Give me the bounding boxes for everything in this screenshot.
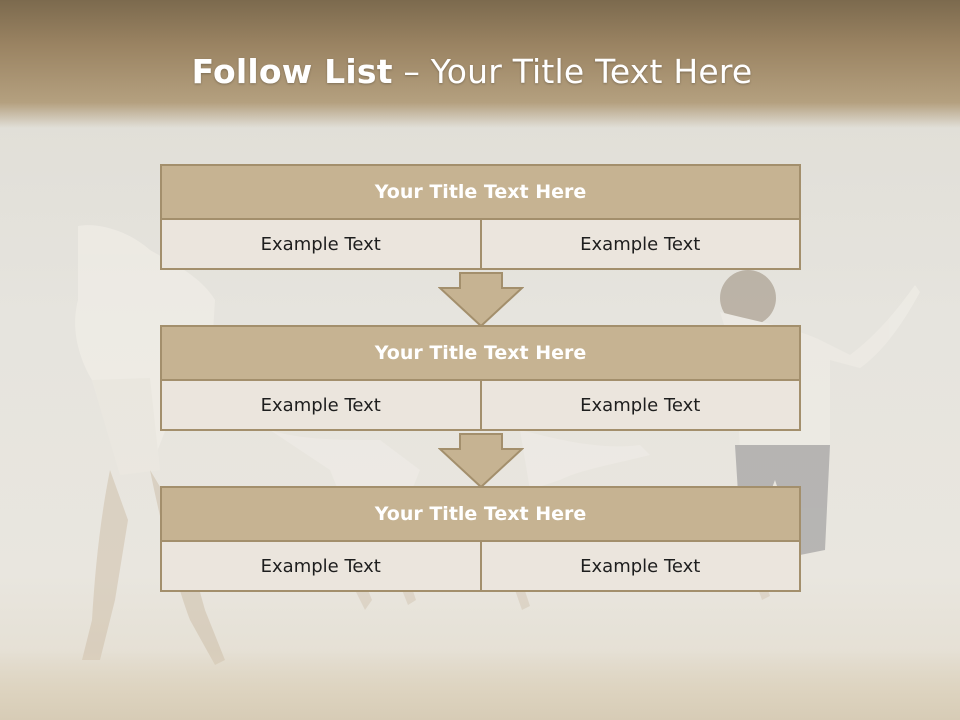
sand-area xyxy=(0,650,960,720)
follow-block-3: Your Title Text Here Example Text Exampl… xyxy=(160,486,801,592)
block-title: Your Title Text Here xyxy=(160,486,801,542)
block-cell-right: Example Text xyxy=(481,220,801,270)
block-title: Your Title Text Here xyxy=(160,325,801,381)
block-row: Example Text Example Text xyxy=(160,381,801,431)
down-arrow-icon xyxy=(438,433,524,489)
follow-block-1: Your Title Text Here Example Text Exampl… xyxy=(160,164,801,270)
header-band xyxy=(0,0,960,128)
title-rest-part: – Your Title Text Here xyxy=(392,52,753,91)
slide-title: Follow List – Your Title Text Here xyxy=(0,52,944,91)
block-title: Your Title Text Here xyxy=(160,164,801,220)
block-cell-left: Example Text xyxy=(160,381,482,431)
block-row: Example Text Example Text xyxy=(160,542,801,592)
block-row: Example Text Example Text xyxy=(160,220,801,270)
block-cell-right: Example Text xyxy=(481,381,801,431)
follow-block-2: Your Title Text Here Example Text Exampl… xyxy=(160,325,801,431)
block-cell-left: Example Text xyxy=(160,542,482,592)
block-cell-right: Example Text xyxy=(481,542,801,592)
down-arrow-icon xyxy=(438,272,524,328)
title-bold-part: Follow List xyxy=(191,52,393,91)
block-cell-left: Example Text xyxy=(160,220,482,270)
